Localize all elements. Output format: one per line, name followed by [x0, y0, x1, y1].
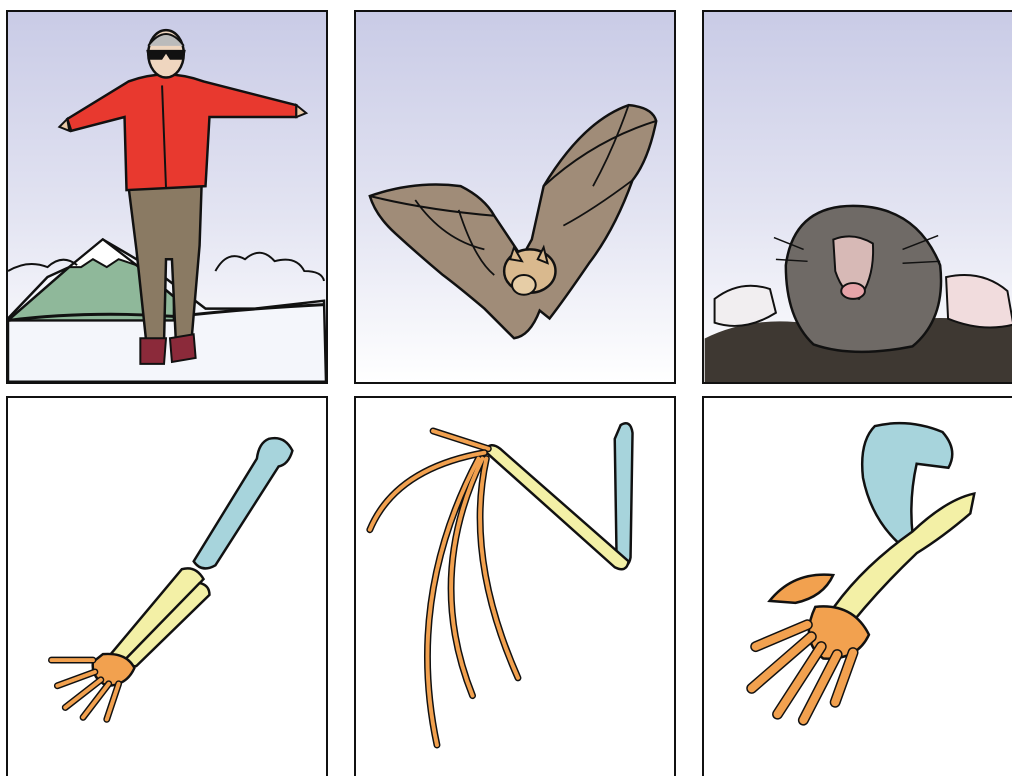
human-illustration: [8, 12, 326, 382]
bat-humerus: [615, 423, 633, 567]
right-shoe: [170, 334, 196, 362]
bat-thumb: [433, 431, 488, 449]
mole-illustration: [704, 12, 1012, 382]
mole-sesamoid: [770, 575, 834, 603]
human-arm-skeleton: [8, 398, 326, 776]
red-jacket: [67, 75, 296, 191]
left-shoe: [140, 338, 166, 364]
cloud-right: [215, 253, 324, 281]
human-panel: [6, 10, 328, 384]
bat-finger-bones: [370, 453, 518, 745]
mole-nose: [841, 283, 865, 299]
bat-radius: [484, 445, 628, 569]
bat-panel: [354, 10, 676, 384]
mole-left-paw: [715, 286, 776, 326]
mole-right-paw: [946, 275, 1012, 327]
mole-panel: [702, 10, 1012, 384]
bat-wing-skeleton-panel: [354, 396, 676, 776]
right-hand: [296, 105, 306, 117]
human-arm-skeleton-panel: [6, 396, 328, 776]
bat-wings: [370, 105, 656, 338]
mole-forelimb-skeleton: [704, 398, 1012, 776]
bat-illustration: [356, 12, 674, 382]
left-hand: [59, 119, 69, 131]
bat-face: [512, 275, 536, 295]
bat-wing-skeleton: [356, 398, 674, 776]
mole-forelimb-skeleton-panel: [702, 396, 1012, 776]
humerus: [194, 438, 293, 568]
